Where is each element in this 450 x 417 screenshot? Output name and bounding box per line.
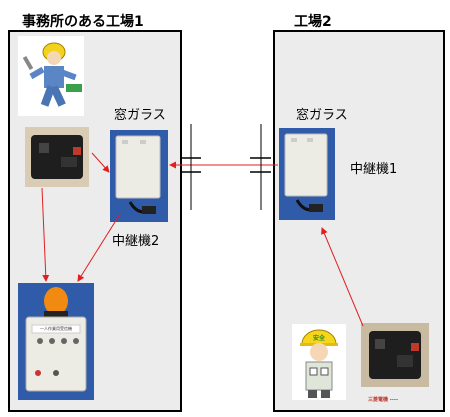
helmet-text: 安全 <box>312 335 325 342</box>
window-glass-label-right: 窓ガラス <box>296 108 348 123</box>
transmitter-photo-right <box>361 323 429 387</box>
receiver-photo: 一人作業用受信機 <box>18 283 94 400</box>
factory2-title: 工場2 <box>294 14 332 30</box>
repeater2-photo <box>110 130 168 222</box>
receiver-panel-text: 一人作業用受信機 <box>40 326 72 331</box>
safety-worker-illustration: 安全 <box>292 324 346 400</box>
link-repeater2-to-receiver <box>77 213 121 282</box>
repeater1-label: 中継機1 <box>350 162 398 177</box>
wall-marker-right <box>250 124 271 210</box>
window-glass-label-left: 窓ガラス <box>114 108 166 123</box>
wall-marker-left <box>180 124 201 210</box>
link-transmitter-left-to-repeater2 <box>91 152 110 173</box>
repeater1-photo <box>279 128 335 220</box>
link-transmitter-left-to-receiver <box>41 187 50 282</box>
transmitter-photo-left <box>25 127 89 187</box>
factory1-title: 事務所のある工場1 <box>22 14 144 30</box>
repeater2-label: 中継機2 <box>112 234 160 249</box>
maker-logo-text: 三菱電機 ---- <box>368 397 399 403</box>
link-transmitter-right-to-repeater1 <box>321 227 364 327</box>
worker-illustration <box>18 36 84 116</box>
maker-logo: 三菱電機 ---- <box>368 396 430 404</box>
